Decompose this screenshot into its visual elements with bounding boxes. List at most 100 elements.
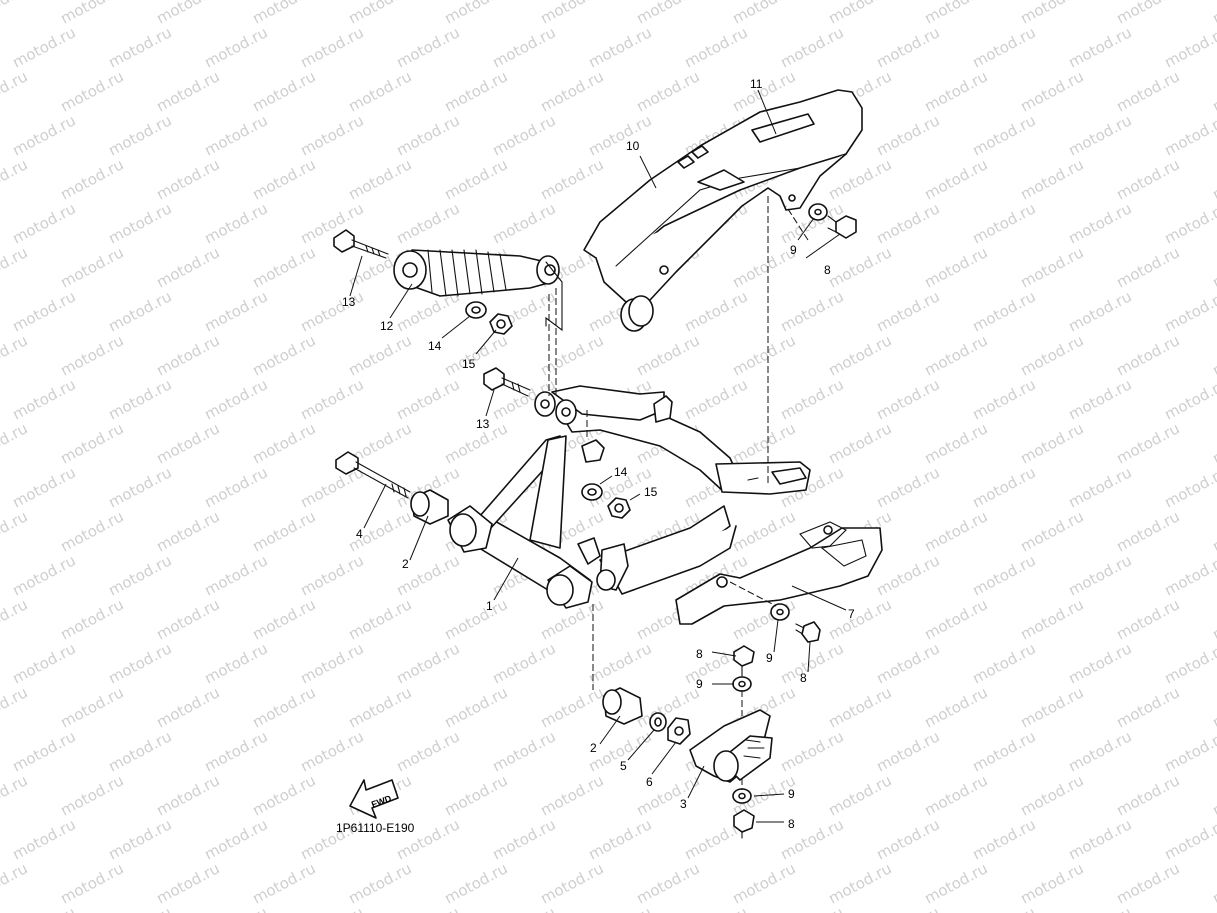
watermark-text: motod.ru	[921, 683, 990, 731]
watermark-text: motod.ru	[1161, 23, 1217, 71]
watermark-text: motod.ru	[297, 23, 366, 71]
watermark-text: motod.ru	[105, 463, 174, 511]
washer-9-slider-upper	[732, 676, 752, 692]
watermark-text: motod.ru	[153, 595, 222, 643]
watermark-text: motod.ru	[153, 683, 222, 731]
watermark-text: motod.ru	[633, 331, 702, 379]
watermark-text: motod.ru	[9, 639, 78, 687]
watermark-text: motod.ru	[393, 639, 462, 687]
watermark-text: motod.ru	[1209, 331, 1217, 379]
callout-9-slider-upper: 9	[696, 677, 703, 691]
watermark-text: motod.ru	[1161, 639, 1217, 687]
watermark-text: motod.ru	[105, 551, 174, 599]
watermark-text: motod.ru	[489, 111, 558, 159]
watermark-text: motod.ru	[825, 243, 894, 291]
watermark-text: motod.ru	[345, 67, 414, 115]
watermark-text: motod.ru	[969, 903, 1038, 913]
watermark-text: motod.ru	[0, 771, 31, 819]
watermark-text: motod.ru	[1065, 375, 1134, 423]
watermark-text: motod.ru	[345, 155, 414, 203]
watermark-text: motod.ru	[1065, 287, 1134, 335]
watermark-text: motod.ru	[873, 111, 942, 159]
watermark-text: motod.ru	[105, 815, 174, 863]
callout-14-lower: 14	[614, 465, 628, 479]
callout-8-top: 8	[824, 263, 831, 277]
watermark-text: motod.ru	[1017, 0, 1086, 28]
watermark-text: motod.ru	[1017, 507, 1086, 555]
watermark-text: motod.ru	[873, 199, 942, 247]
watermark-text: motod.ru	[537, 683, 606, 731]
watermark-text: motod.ru	[153, 67, 222, 115]
watermark-text: motod.ru	[1017, 595, 1086, 643]
watermark-text: motod.ru	[153, 155, 222, 203]
bolt-8-guide	[795, 621, 821, 643]
watermark-text: motod.ru	[0, 595, 31, 643]
callout-10: 10	[626, 139, 640, 153]
watermark-text: motod.ru	[441, 155, 510, 203]
washer-14-upper	[465, 301, 487, 319]
watermark-text: motod.ru	[873, 375, 942, 423]
watermark-text: motod.ru	[729, 859, 798, 907]
watermark-text: motod.ru	[105, 639, 174, 687]
watermark-text: motod.ru	[537, 0, 606, 28]
watermark-text: motod.ru	[9, 903, 78, 913]
bolt-13-upper	[333, 229, 389, 259]
watermark-text: motod.ru	[969, 111, 1038, 159]
watermark-text: motod.ru	[57, 507, 126, 555]
pivot-bolt	[335, 451, 411, 499]
watermark-text: motod.ru	[345, 859, 414, 907]
watermark-text: motod.ru	[57, 331, 126, 379]
watermark-text: motod.ru	[105, 111, 174, 159]
watermark-text: motod.ru	[441, 683, 510, 731]
assembly-lines	[548, 196, 809, 790]
rear-shock-absorber	[393, 249, 563, 332]
callout-labels: 1 2 2 3 4 5 6 7 8 8 8 8 9 9 9 9 10 11 12…	[342, 77, 855, 831]
watermark-text: motod.ru	[1065, 111, 1134, 159]
watermark-text: motod.ru	[969, 639, 1038, 687]
watermark-text: motod.ru	[969, 815, 1038, 863]
watermark-text: motod.ru	[345, 331, 414, 379]
watermark-text: motod.ru	[0, 331, 31, 379]
watermark-text: motod.ru	[201, 287, 270, 335]
watermark-text: motod.ru	[1161, 287, 1217, 335]
chain-slider	[689, 709, 773, 783]
watermark-text: motod.ru	[201, 111, 270, 159]
watermark-text: motod.ru	[57, 0, 126, 28]
watermark-text: motod.ru	[201, 903, 270, 913]
watermark-text: motod.ru	[585, 639, 654, 687]
callout-9-guide: 9	[766, 651, 773, 665]
watermark-text: motod.ru	[393, 199, 462, 247]
callout-13-lower: 13	[476, 417, 490, 431]
watermark-text: motod.ru	[345, 683, 414, 731]
watermark-text: motod.ru	[1017, 771, 1086, 819]
watermark-text: motod.ru	[297, 111, 366, 159]
callout-14-upper: 14	[428, 339, 442, 353]
watermark-text: motod.ru	[9, 463, 78, 511]
watermark-text: motod.ru	[1017, 155, 1086, 203]
watermark-text: motod.ru	[105, 375, 174, 423]
watermark-text: motod.ru	[873, 551, 942, 599]
watermark-text: motod.ru	[201, 815, 270, 863]
watermark-text: motod.ru	[585, 903, 654, 913]
watermark-text: motod.ru	[9, 111, 78, 159]
watermark-text: motod.ru	[1113, 0, 1182, 28]
watermark-text: motod.ru	[441, 67, 510, 115]
watermark-text: motod.ru	[1209, 243, 1217, 291]
watermark-text: motod.ru	[1113, 683, 1182, 731]
watermark-text: motod.ru	[681, 903, 750, 913]
watermark-text: motod.ru	[489, 815, 558, 863]
watermark-text: motod.ru	[1017, 859, 1086, 907]
watermark-text: motod.ru	[921, 243, 990, 291]
watermark-text: motod.ru	[873, 287, 942, 335]
watermark-text: motod.ru	[585, 815, 654, 863]
watermark-text: motod.ru	[393, 903, 462, 913]
watermark-text: motod.ru	[921, 155, 990, 203]
watermark-text: motod.ru	[1161, 199, 1217, 247]
watermark-text: motod.ru	[1065, 727, 1134, 775]
watermark-text: motod.ru	[57, 243, 126, 291]
watermark-text: motod.ru	[0, 419, 31, 467]
watermark-text: motod.ru	[873, 463, 942, 511]
watermark-text: motod.ru	[1113, 507, 1182, 555]
watermark-text: motod.ru	[201, 199, 270, 247]
